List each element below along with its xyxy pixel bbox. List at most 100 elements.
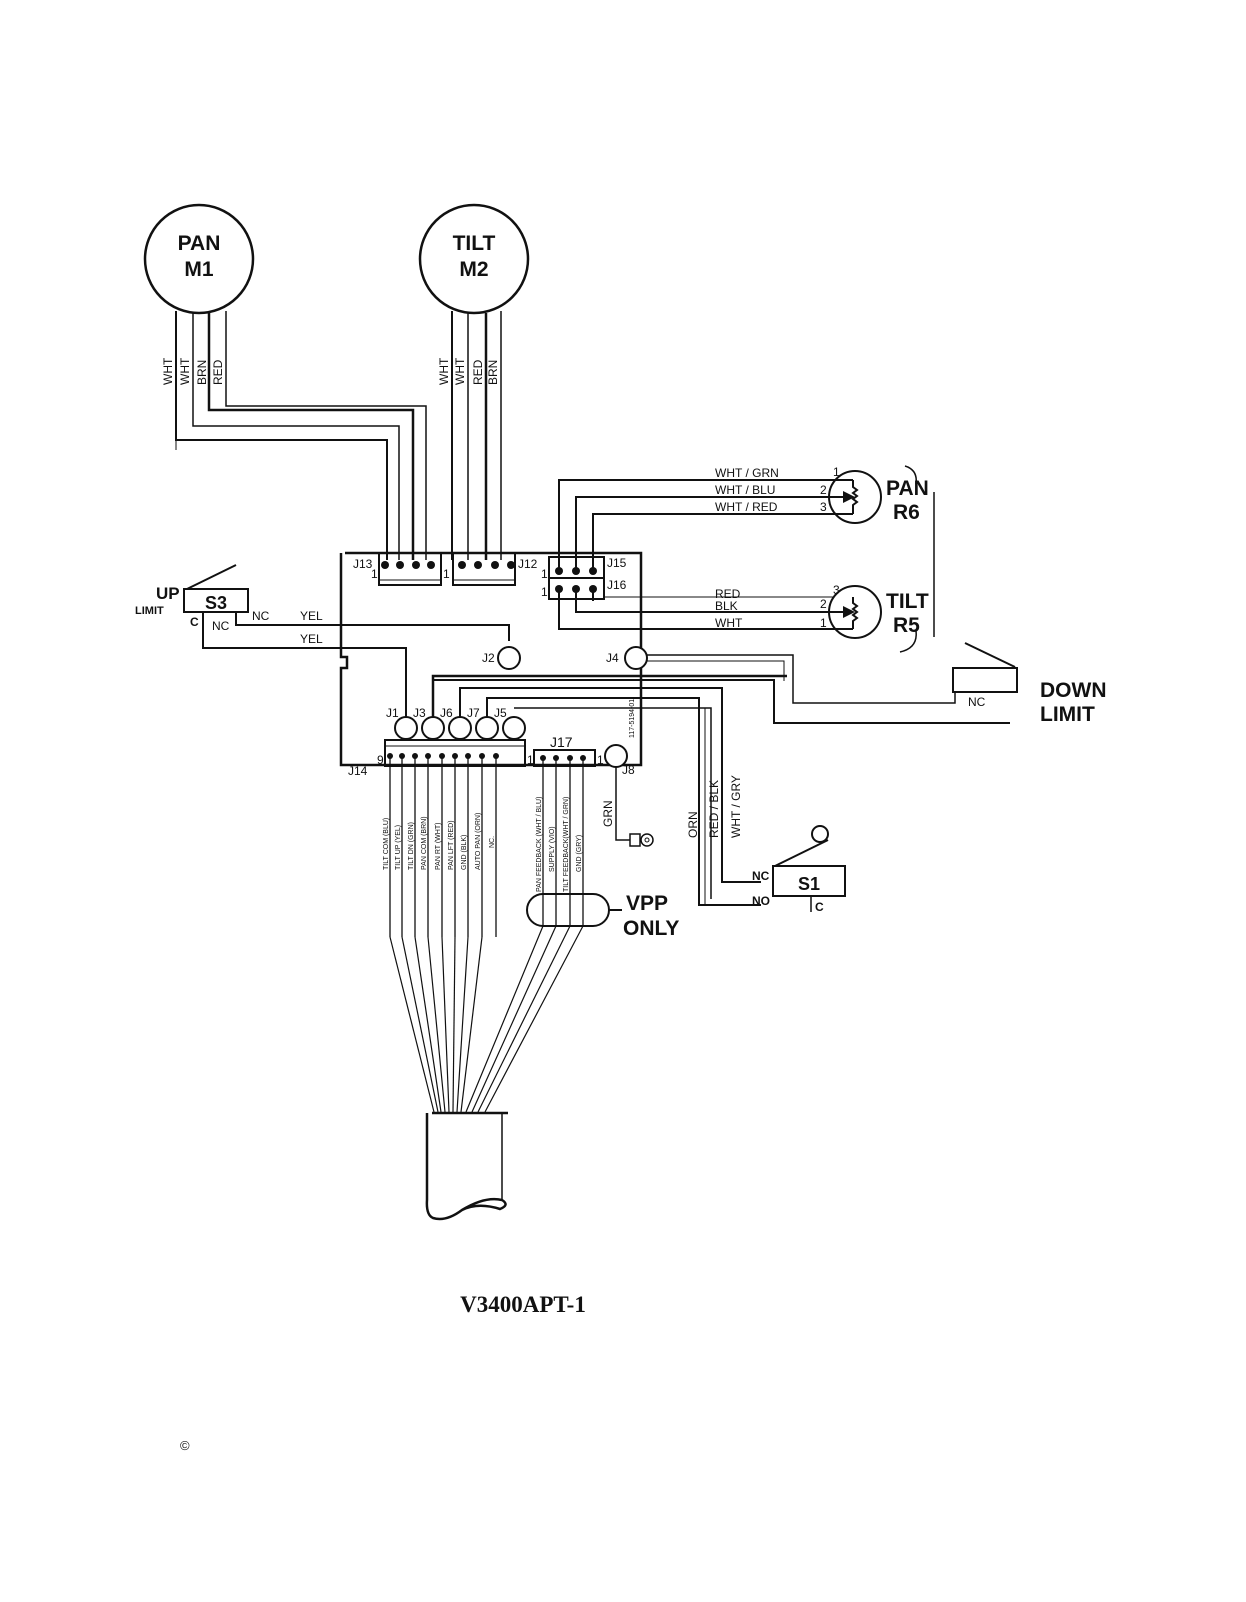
j17-pin — [567, 755, 573, 761]
connector-j14: J14 9 1 — [348, 739, 534, 778]
j14-pin — [479, 753, 485, 759]
j17-pin — [580, 755, 586, 761]
j14-pin — [493, 753, 499, 759]
j14-fan-wire — [414, 936, 442, 1113]
pan-pot-ref: R6 — [893, 501, 920, 524]
tilt-pot-pin2: 2 — [820, 597, 827, 611]
connector-j15-j16: J15 J16 1 1 — [541, 556, 627, 600]
pan-pot-name: PAN — [886, 477, 929, 500]
tilt-pot-pin1: 1 — [820, 616, 827, 630]
tilt-potentiometer: 3 2 1 TILT R5 — [820, 583, 929, 639]
j17-pin — [540, 755, 546, 761]
j14-fan-wire — [456, 936, 469, 1113]
j14-fan-wire — [389, 936, 435, 1113]
up-limit-label-top: UP — [156, 584, 180, 603]
vpp-line1: VPP — [626, 892, 668, 915]
j16-label: J16 — [607, 578, 627, 592]
j4-wires — [647, 654, 956, 704]
j13-label: J13 — [353, 557, 373, 571]
pan-motor-wires — [175, 311, 427, 560]
tilt-pot-wire-1: RED — [715, 587, 741, 601]
j14-fan-wire — [452, 936, 456, 1113]
j14-wire-label: PAN COM (BRN) — [421, 816, 428, 870]
s1-ref: S1 — [798, 874, 820, 894]
tilt-wire-label-3: RED — [471, 359, 485, 385]
ground-wire-label: GRN — [601, 800, 615, 827]
j14-pin — [439, 753, 445, 759]
up-limit-terminal-nc2: NC — [252, 609, 270, 623]
circuit-board: 117-5194-01 — [339, 551, 643, 767]
j17-wire-labels: PAN FEEDBACK (WHT / BLU)SUPPLY (VIO)TILT… — [536, 797, 583, 892]
pan-pot-wire-2: WHT / BLU — [715, 483, 775, 497]
j14-wire-labels: TILT COM (BLU)TILT UP (YEL)TILT DN (GRN)… — [383, 813, 496, 870]
j15-label: J15 — [607, 556, 627, 570]
tilt-motor-name: TILT — [453, 232, 496, 255]
pan-motor-name: PAN — [178, 232, 221, 255]
j14-wire-label: GND (BLK) — [461, 835, 468, 870]
jack-j4: J4 — [606, 646, 648, 670]
j17-pin1: 1 — [597, 753, 604, 767]
pan-pot-pin2: 2 — [820, 483, 827, 497]
j17-pin — [553, 755, 559, 761]
tilt-motor-wires — [451, 311, 502, 560]
copyright-mark: © — [180, 1438, 190, 1453]
j14-pin — [399, 753, 405, 759]
s1-terminal-no: NO — [752, 894, 770, 908]
vpp-line2: ONLY — [623, 917, 679, 940]
j14-wire-label: PAN LFT (RED) — [448, 820, 455, 870]
s1-wire-wht-gry: WHT / GRY — [729, 775, 743, 838]
j12-label: J12 — [518, 557, 538, 571]
pan-motor-circle — [143, 203, 255, 315]
down-limit-switch: NC DOWN LIMIT — [952, 642, 1107, 726]
j3-label: J3 — [413, 706, 426, 720]
down-limit-terminal-nc: NC — [968, 695, 986, 709]
down-limit-label-top: DOWN — [1040, 679, 1107, 702]
tilt-wire-label-4: BRN — [486, 360, 500, 385]
j14-fan-wire — [427, 936, 446, 1113]
j7-label: J7 — [467, 706, 480, 720]
j14-pin9: 9 — [377, 753, 384, 767]
j1-label: J1 — [386, 706, 399, 720]
j14-wire-label: PAN RT (WHT) — [435, 823, 442, 870]
pan-motor-ref: M1 — [184, 258, 213, 281]
pan-wire-label-4: RED — [211, 359, 225, 385]
up-limit-ref: S3 — [205, 593, 227, 613]
j17-pins — [540, 755, 586, 761]
j4-label: J4 — [606, 651, 619, 665]
j14-pin — [465, 753, 471, 759]
connector-j12: J12 1 — [443, 552, 538, 586]
s1-terminal-nc: NC — [752, 869, 770, 883]
cable-fan-wires — [389, 758, 584, 1113]
jack-row: J1 J3 J6 J7 J5 — [386, 706, 526, 740]
j14-pin — [425, 753, 431, 759]
pan-pot-wires — [558, 479, 853, 571]
up-limit-terminal-nc: NC — [212, 619, 230, 633]
tilt-motor-circle — [418, 203, 530, 315]
up-limit-wires — [202, 612, 510, 717]
s1-wire-red-blk: RED / BLK — [707, 780, 721, 838]
j2-label: J2 — [482, 651, 495, 665]
up-limit-switch: S3 UP LIMIT C NC NC — [135, 564, 270, 633]
j14-wire-label: TILT COM (BLU) — [383, 818, 390, 870]
board-part-number: 117-5194-01 — [629, 699, 636, 738]
j14-fan-wire — [460, 936, 483, 1113]
tilt-pot-pin3: 3 — [833, 583, 840, 597]
s1-switch: S1 NC NO C — [752, 825, 846, 914]
vpp-only-callout: VPP ONLY — [526, 892, 679, 940]
connector-j17: J17 1 — [533, 734, 604, 767]
pot-bracket — [899, 465, 935, 653]
ground-lug-icon — [640, 833, 654, 847]
connector-j13: J13 1 — [353, 552, 442, 586]
s1-wire-orn: ORN — [686, 811, 700, 838]
j17-fan-wire — [471, 925, 557, 1113]
j5-label: J5 — [494, 706, 507, 720]
j14-pin — [412, 753, 418, 759]
pan-wire-label-3: BRN — [195, 360, 209, 385]
j17-fan-wire — [484, 925, 584, 1113]
pan-pot-wire-3: WHT / RED — [715, 500, 778, 514]
pan-pot-pin3: 3 — [820, 500, 827, 514]
up-limit-wire-1: YEL — [300, 609, 323, 623]
pan-pot-wire-1: WHT / GRN — [715, 466, 779, 480]
j17-fan-wire — [477, 925, 571, 1113]
